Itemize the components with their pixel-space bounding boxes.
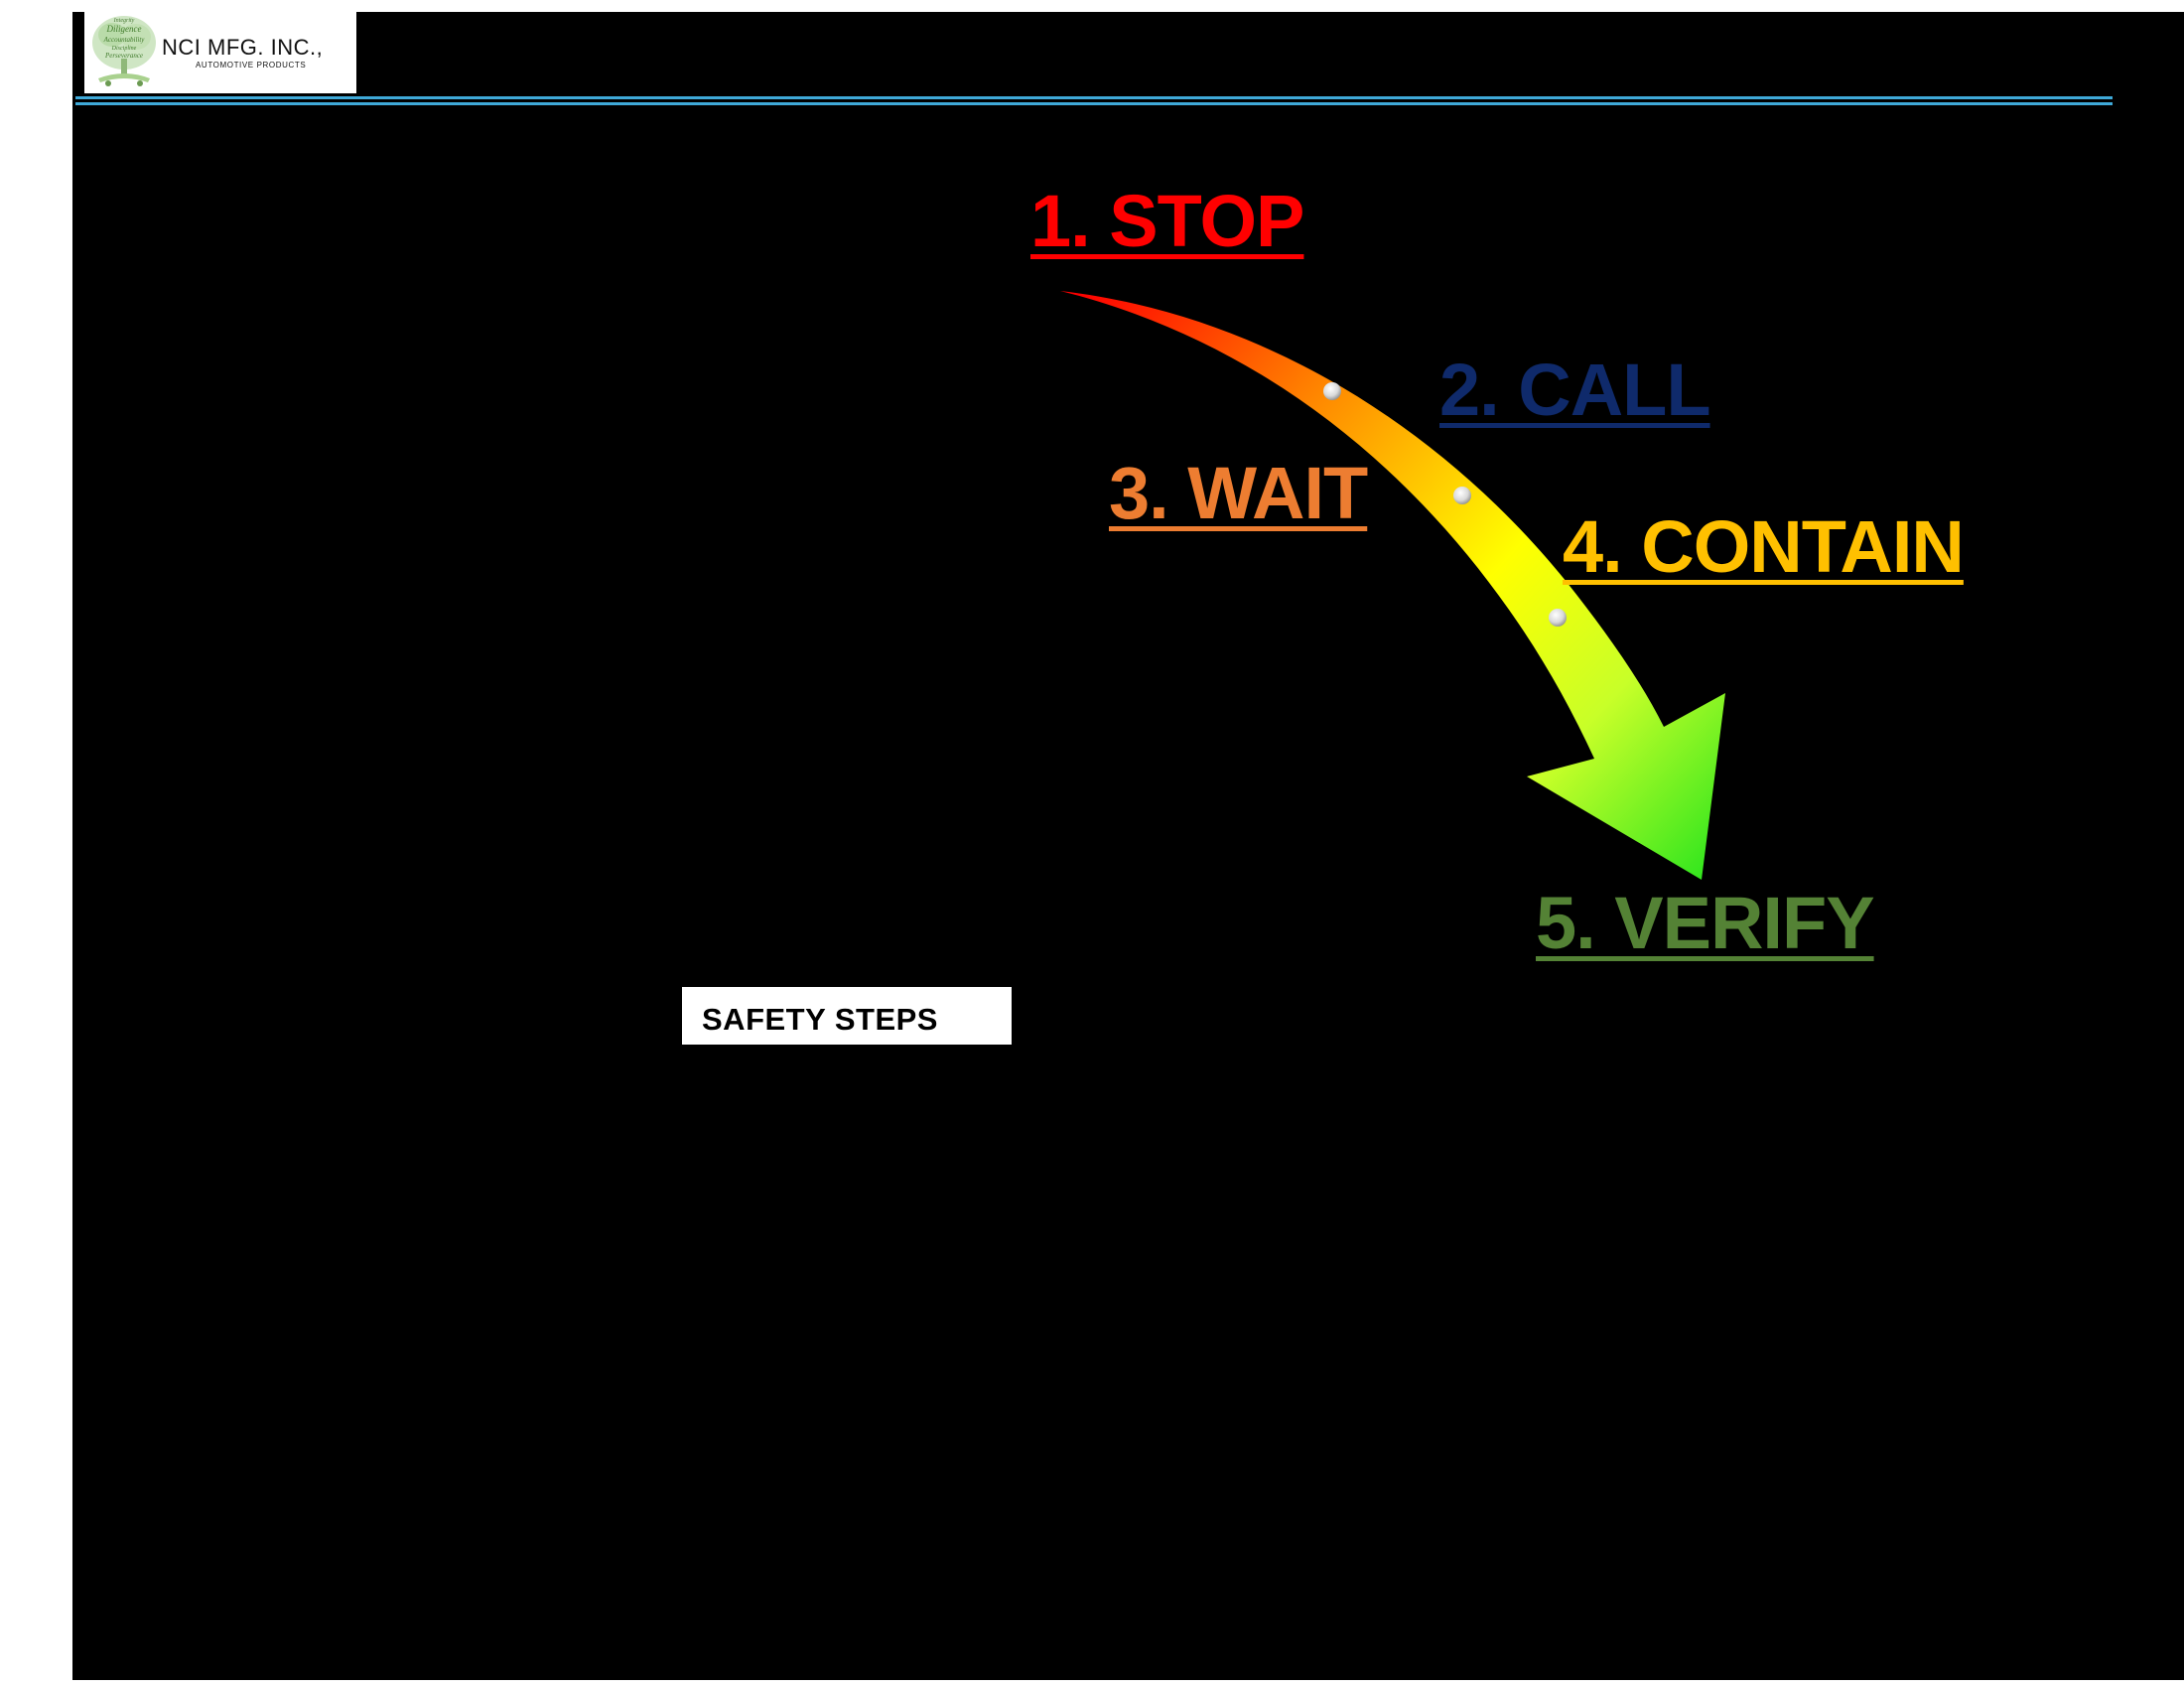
- step-contain-label: 4. CONTAIN: [1563, 505, 1965, 588]
- header-divider-top: [75, 96, 2113, 99]
- milestone-pin-icon: [1323, 382, 1341, 400]
- step-call-label: 2. CALL: [1439, 349, 1711, 431]
- safety-steps-caption-box: SAFETY STEPS: [682, 987, 1012, 1045]
- company-logo: Integrity Diligence Accountability Disci…: [84, 11, 356, 93]
- step-verify-label: 5. VERIFY: [1536, 882, 1875, 964]
- safety-steps-caption: SAFETY STEPS: [702, 1002, 938, 1037]
- logo-word-integrity: Integrity: [113, 18, 135, 24]
- milestone-pin-icon: [1549, 609, 1567, 627]
- logo-word-diligence: Diligence: [106, 24, 142, 34]
- step-wait-label: 3. WAIT: [1109, 452, 1368, 534]
- tree-logo-icon: Integrity Diligence Accountability Disci…: [92, 16, 156, 86]
- company-name: NCI MFG. INC.,: [162, 35, 324, 60]
- milestone-pin-icon: [1453, 487, 1471, 504]
- header-divider-bottom: [75, 102, 2113, 105]
- company-tagline: AUTOMOTIVE PRODUCTS: [196, 61, 307, 70]
- logo-word-accountability: Accountability: [103, 36, 146, 44]
- logo-word-perseverance: Perseverance: [104, 52, 143, 60]
- logo-word-discipline: Discipline: [111, 46, 137, 52]
- curved-arrow-shape: [1060, 291, 1725, 880]
- step-stop-label: 1. STOP: [1030, 180, 1304, 262]
- page-background: [72, 12, 2184, 1680]
